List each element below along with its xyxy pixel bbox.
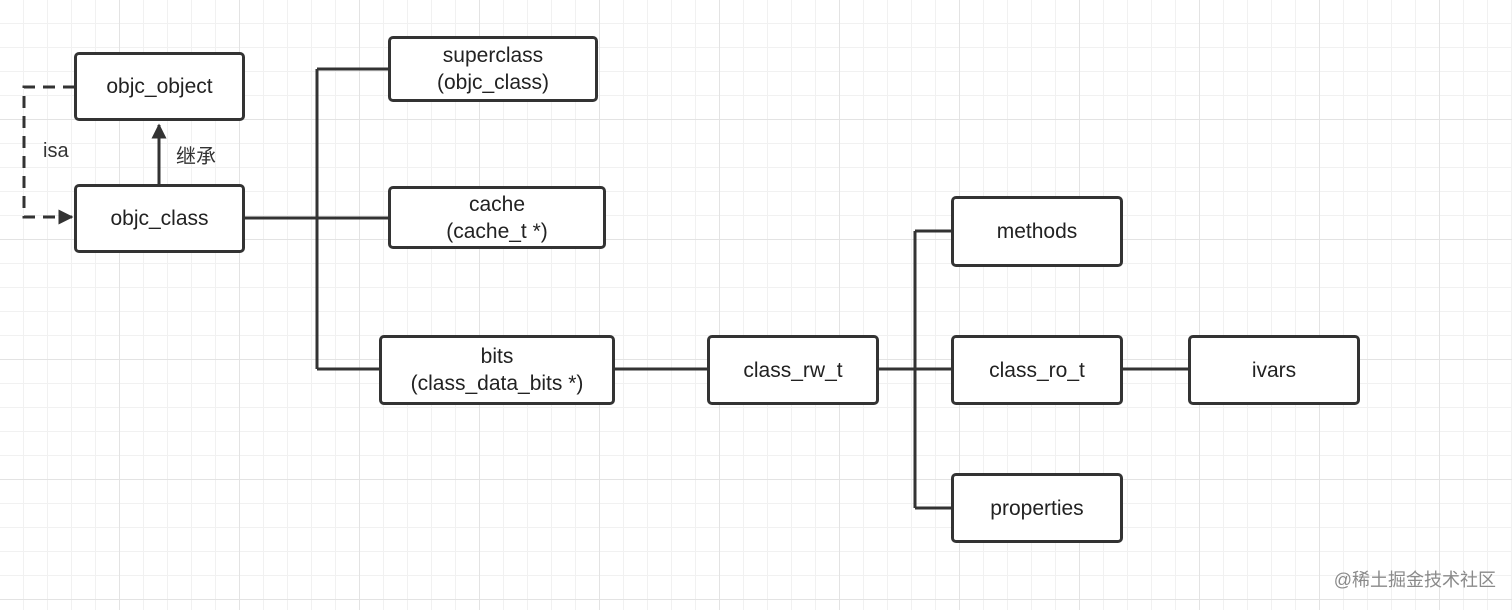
- bits-type-label: (class_data_bits *): [410, 372, 584, 395]
- isa-edge-label: isa: [43, 140, 69, 162]
- superclass-node: superclass (objc_class): [388, 36, 598, 102]
- inherit-edge-label: 继承: [176, 146, 216, 168]
- class-rw-t-node: class_rw_t: [707, 335, 879, 405]
- cache-label: cache: [468, 192, 526, 216]
- superclass-label: superclass: [442, 44, 544, 67]
- objc-class-label: objc_class: [110, 207, 209, 230]
- objc-object-node: objc_object: [74, 52, 245, 121]
- cache-node: cache (cache_t *): [388, 186, 606, 249]
- methods-label: methods: [996, 220, 1078, 243]
- class-ro-t-node: class_ro_t: [951, 335, 1123, 405]
- cache-type-label: (cache_t *): [446, 219, 548, 243]
- bits-label: bits: [480, 345, 514, 368]
- objc-class-trunk-edge: [244, 67, 389, 371]
- class-rw-t-trunk-edge: [877, 229, 952, 510]
- superclass-type-label: (objc_class): [436, 71, 550, 94]
- properties-label: properties: [990, 496, 1084, 520]
- objc-object-label: objc_object: [106, 75, 213, 98]
- class-ro-t-label: class_ro_t: [989, 358, 1085, 382]
- methods-node: methods: [951, 196, 1123, 267]
- ivars-label: ivars: [1251, 358, 1297, 382]
- bits-node: bits (class_data_bits *): [379, 335, 615, 405]
- objc-class-node: objc_class: [74, 184, 245, 253]
- class-rw-t-label: class_rw_t: [743, 358, 843, 382]
- isa-edge: [22, 85, 75, 225]
- properties-node: properties: [951, 473, 1123, 543]
- ivars-node: ivars: [1188, 335, 1360, 405]
- watermark-text: @稀土掘金技术社区: [1333, 570, 1496, 590]
